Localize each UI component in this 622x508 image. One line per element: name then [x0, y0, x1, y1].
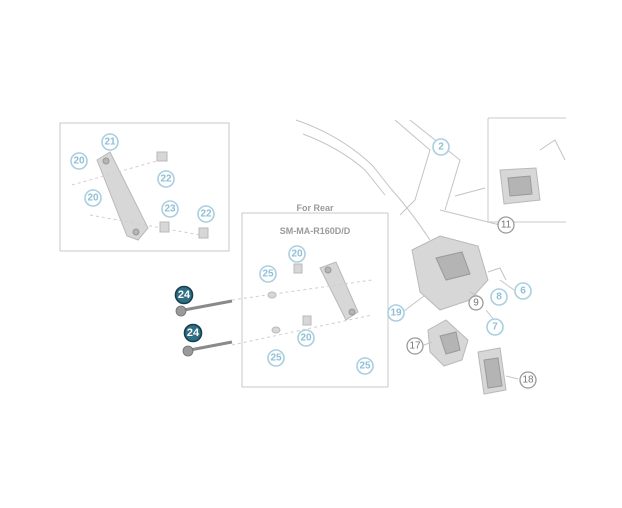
svg-text:24: 24	[178, 289, 191, 301]
mounting-bolt-top-shaft	[183, 299, 233, 312]
svg-text:20: 20	[73, 156, 85, 167]
svg-text:20: 20	[300, 333, 312, 344]
callout-2: 2	[432, 138, 450, 156]
callout-20: 20	[288, 245, 306, 263]
left-bolt-mid	[159, 221, 170, 233]
pad-pin	[454, 187, 486, 197]
rear-adapter-hole-bottom	[348, 308, 356, 316]
callout-8: 8	[490, 288, 508, 306]
caliper-detail	[435, 251, 471, 281]
rear-bolt-bottom	[302, 315, 312, 326]
leader-7	[485, 309, 495, 321]
rear-adapter-hole-top	[324, 266, 332, 274]
callout-19: 19	[387, 304, 405, 322]
washer-bottom	[271, 326, 281, 334]
left-bolt-top	[156, 151, 168, 162]
leader-11	[439, 209, 501, 226]
callout-20: 20	[84, 189, 102, 207]
hose-bracket	[394, 119, 431, 216]
adapter-arm-hole-bottom	[132, 228, 140, 236]
svg-text:22: 22	[160, 174, 172, 185]
svg-text:7: 7	[492, 322, 498, 333]
hose-bracket-2	[409, 119, 461, 211]
callout-9: 9	[468, 295, 484, 311]
caliper-leader-9	[469, 291, 479, 297]
brake-hose-inner	[302, 133, 386, 196]
brake-hose-outline	[295, 119, 431, 241]
svg-text:2: 2	[438, 142, 444, 153]
callout-22: 22	[157, 170, 175, 188]
svg-text:11: 11	[501, 220, 512, 231]
svg-text:20: 20	[87, 193, 99, 204]
svg-text:9: 9	[473, 298, 479, 309]
callout-11: 11	[497, 216, 515, 234]
adapter-model-label: SM-MA-R160D/D	[280, 226, 351, 236]
adapter-arm-part	[96, 151, 149, 241]
svg-text:25: 25	[270, 353, 282, 364]
svg-text:19: 19	[390, 308, 402, 319]
adapter-arm-hole-top	[102, 157, 110, 165]
callout-25: 25	[356, 357, 374, 375]
brake-pad-detail	[483, 357, 503, 389]
svg-text:24: 24	[187, 327, 200, 339]
washer-top	[267, 291, 277, 299]
callout-24-bottom: 24	[183, 323, 203, 343]
for-rear-label: For Rear	[296, 203, 334, 213]
left-bolt-right	[198, 227, 209, 239]
mounting-bolt-bottom-shaft	[189, 340, 233, 352]
leader-17	[423, 341, 433, 346]
leader-19	[403, 295, 425, 312]
callout-22: 22	[197, 205, 215, 223]
callout-24-top: 24	[174, 285, 194, 305]
callout-21: 21	[101, 133, 119, 151]
svg-text:22: 22	[200, 209, 212, 220]
rear-adapter-part	[319, 261, 359, 321]
svg-text:18: 18	[522, 375, 534, 386]
pad-spring-detail	[439, 331, 461, 355]
leader-18	[505, 375, 519, 380]
inset-frame-rear-adapter	[241, 212, 389, 388]
svg-text:25: 25	[262, 269, 274, 280]
pad-spring	[539, 139, 566, 161]
svg-text:25: 25	[359, 361, 371, 372]
leader-6	[499, 279, 515, 291]
svg-text:21: 21	[104, 137, 116, 148]
callout-7: 7	[486, 318, 504, 336]
callout-25: 25	[267, 349, 285, 367]
callout-17: 17	[406, 337, 424, 355]
callout-20: 20	[70, 152, 88, 170]
inset-frame-left	[59, 122, 230, 252]
mounting-bolt-top-head	[175, 305, 187, 317]
callout-20: 20	[297, 329, 315, 347]
svg-text:23: 23	[164, 204, 176, 215]
svg-text:8: 8	[496, 292, 502, 303]
callout-6: 6	[514, 282, 532, 300]
caliper-fitting	[487, 267, 507, 281]
brake-pad-upper-detail	[507, 175, 533, 197]
callout-18: 18	[519, 371, 537, 389]
svg-text:6: 6	[520, 286, 526, 297]
left-inset-axis-2	[89, 214, 201, 236]
callout-25: 25	[259, 265, 277, 283]
rear-bolt-top	[293, 263, 303, 274]
svg-text:17: 17	[409, 341, 421, 352]
callout-23: 23	[161, 200, 179, 218]
svg-text:20: 20	[291, 249, 303, 260]
mounting-bolt-bottom-head	[182, 345, 194, 357]
